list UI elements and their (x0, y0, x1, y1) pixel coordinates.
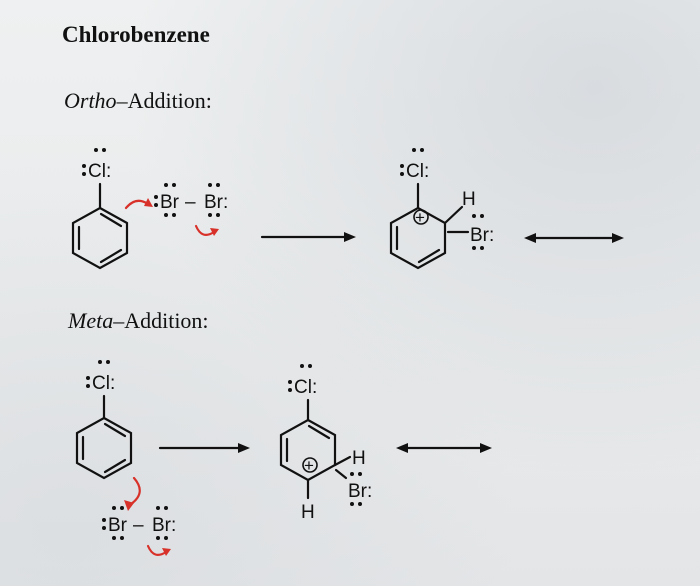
ortho-benzene-ring (71, 206, 129, 270)
page-title: Chlorobenzene (62, 22, 210, 47)
ortho-product-chlorine: Cl: (400, 148, 429, 182)
ortho-arenium-ring: + (389, 206, 447, 270)
ortho-prefix: Ortho (64, 88, 117, 113)
meta-br2-label: Br: (152, 515, 176, 536)
ortho-br2-label: Br: (204, 192, 228, 213)
ortho-suffix: –Addition: (116, 88, 212, 113)
meta-br1-label: Br (108, 515, 128, 536)
ortho-positive-charge: + (415, 208, 425, 227)
meta-product-chlorine: Cl: (288, 364, 317, 398)
ortho-bromine-molecule: Br – Br: (154, 183, 228, 217)
meta-product-bromine: Br: (348, 472, 372, 506)
meta-bottom-h-label: H (301, 502, 315, 523)
ortho-electron-arrow-2 (194, 224, 219, 236)
meta-c-h-bond (333, 455, 352, 467)
meta-electron-arrow-2 (146, 544, 171, 556)
meta-h-label: H (352, 448, 366, 469)
meta-c-br-bond (334, 468, 348, 480)
ortho-br-dash: – (185, 192, 196, 213)
ortho-reaction-arrow (260, 232, 356, 242)
meta-bromine-molecule: Br – Br: (102, 506, 176, 540)
meta-cl-label: Cl: (92, 373, 115, 394)
ortho-resonance-arrow (524, 233, 624, 243)
meta-product-br-label: Br: (348, 481, 372, 502)
ortho-electron-arrow-1 (124, 198, 153, 210)
meta-product-cl-label: Cl: (294, 377, 317, 398)
ortho-h-label: H (462, 189, 476, 210)
ortho-product-bromine: Br: (470, 214, 494, 250)
meta-resonance-arrow (396, 443, 492, 453)
ortho-c-h-bond (443, 205, 464, 225)
meta-benzene-ring (75, 416, 133, 480)
meta-electron-arrow-1 (124, 476, 141, 511)
meta-reaction-arrow (158, 443, 250, 453)
meta-addition-heading: Meta–Addition: (68, 308, 209, 334)
meta-prefix: Meta (68, 308, 114, 333)
ortho-product-cl-label: Cl: (406, 161, 429, 182)
ortho-addition-heading: Ortho–Addition: (64, 88, 212, 114)
meta-br-dash: – (133, 515, 144, 536)
ortho-cl-label: Cl: (88, 161, 111, 182)
meta-reactant-chlorine: Cl: (86, 360, 115, 394)
ortho-product-br-label: Br: (470, 225, 494, 246)
ortho-br1-label: Br (160, 192, 180, 213)
meta-arenium-ring: + (279, 418, 337, 482)
meta-suffix: –Addition: (113, 308, 209, 333)
meta-positive-charge: + (304, 456, 314, 475)
ortho-reactant-chlorine: Cl: (82, 148, 111, 182)
